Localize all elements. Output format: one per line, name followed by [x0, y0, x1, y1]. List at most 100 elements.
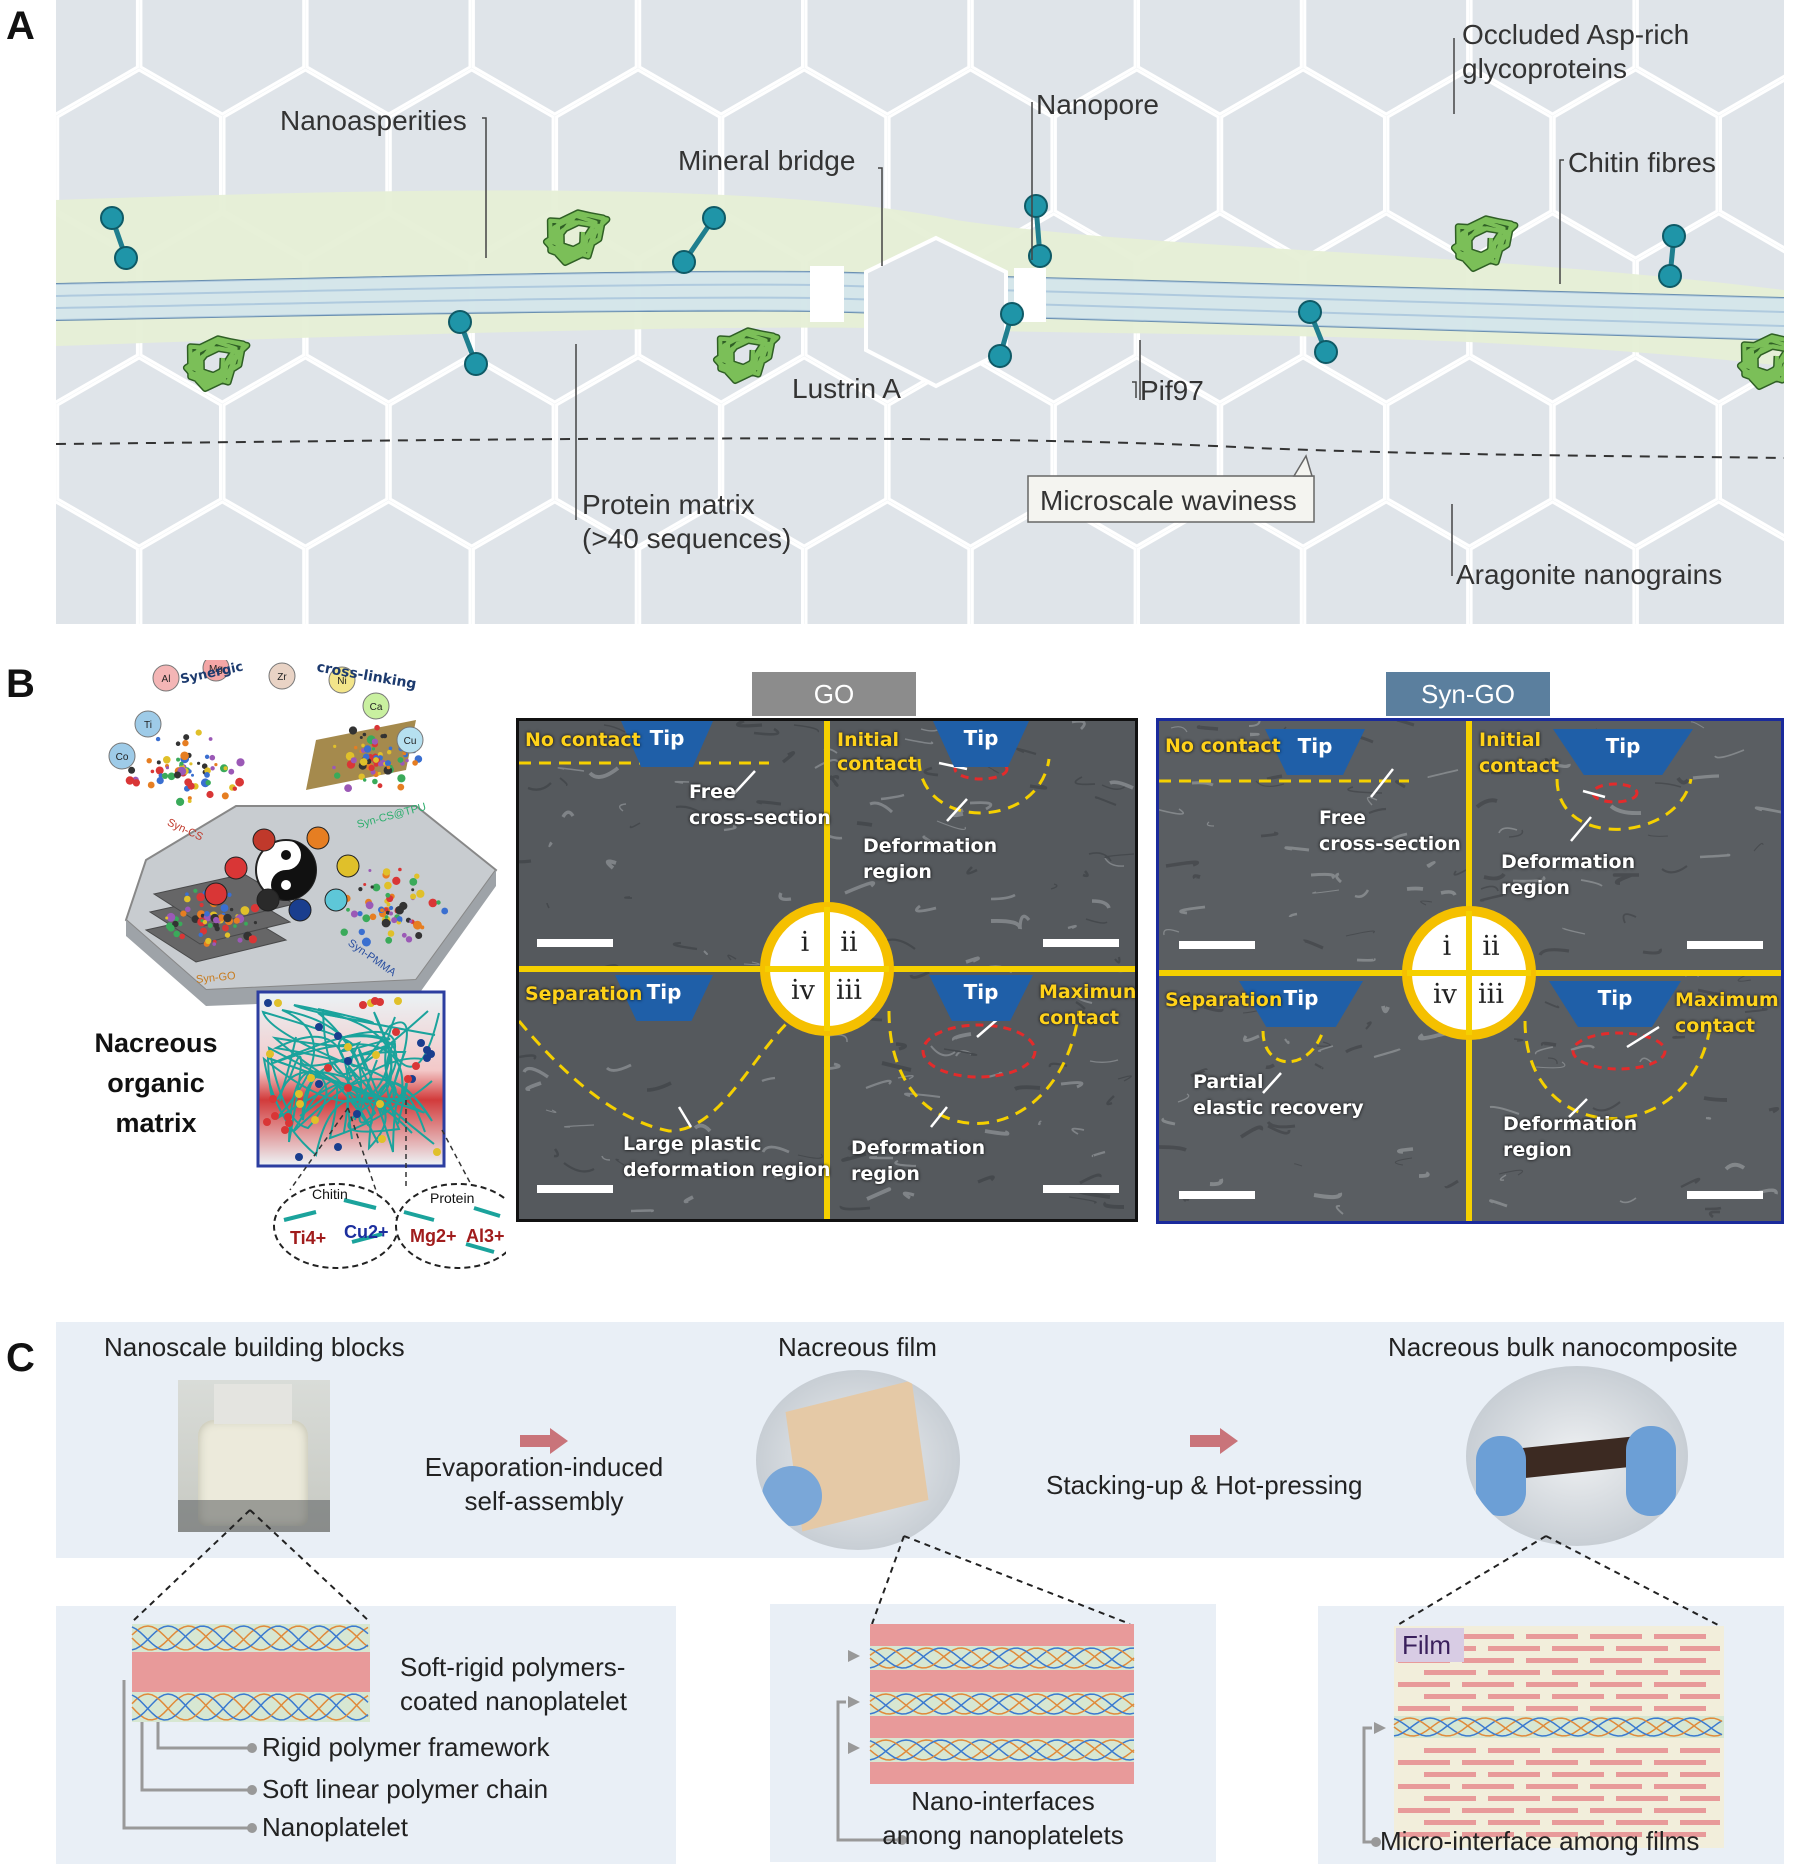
bulk-platelet	[1680, 1772, 1720, 1777]
sem-texture-stroke	[1538, 948, 1570, 956]
molecule-atom	[172, 920, 179, 928]
label-soft-chain: Soft linear polymer chain	[262, 1774, 549, 1804]
aragonite-grain	[1303, 500, 1470, 624]
sem-texture-stroke	[1744, 1008, 1768, 1013]
aragonite-grain	[471, 500, 638, 624]
molecule-atom	[193, 888, 198, 893]
molecule-atom	[227, 892, 232, 897]
sem-texture-stroke	[1288, 912, 1298, 918]
sem-texture-stroke	[1604, 1122, 1635, 1130]
molecule-atom	[370, 885, 374, 889]
sem-texture-stroke	[753, 727, 780, 736]
molecule-atom	[388, 746, 393, 751]
sem-texture-stroke	[1534, 1046, 1554, 1055]
molecule-atom	[180, 910, 187, 917]
molecule-atom	[344, 784, 352, 792]
sem-texture-stroke	[909, 970, 930, 979]
molecule-atom	[250, 904, 260, 913]
nacre-structure-illustration	[56, 0, 1784, 624]
sem-texture-stroke	[965, 956, 980, 964]
sem-texture-stroke	[1104, 857, 1125, 867]
bulk-platelet	[1552, 1748, 1604, 1753]
molecule-atom	[208, 737, 213, 741]
molecule-atom	[213, 922, 219, 929]
polymer-chain	[869, 1647, 1135, 1669]
sem-texture-stroke	[1394, 1157, 1413, 1166]
bulk-platelet	[1398, 1760, 1450, 1765]
sem-texture-stroke	[672, 941, 698, 951]
molecule-atom	[385, 760, 391, 767]
molecule-atom	[361, 743, 365, 748]
metal-ion-sphere	[108, 742, 136, 770]
molecule-atom	[222, 924, 229, 932]
label-nacreous-1: Nacreous	[94, 1028, 218, 1058]
sem-texture-stroke	[1479, 893, 1504, 902]
bulk-platelet	[1424, 1796, 1476, 1801]
pif97-protein-head	[114, 246, 138, 270]
sem-texture-stroke	[1543, 757, 1549, 767]
molecule-atom	[389, 905, 394, 911]
bulk-platelet	[1552, 1694, 1604, 1699]
syn-deform-1: Deformation	[1501, 851, 1636, 873]
sem-texture-stroke	[1570, 1044, 1595, 1052]
sem-texture-stroke	[605, 859, 617, 870]
molecule-atom	[202, 919, 208, 925]
go-scalebar-i	[537, 939, 613, 947]
go-scalebar-iv	[537, 1185, 613, 1193]
sem-texture-stroke	[1394, 721, 1415, 727]
molecule-atom	[174, 771, 181, 779]
molecule-atom	[361, 937, 371, 947]
molecule-atom	[128, 766, 136, 774]
pif97-protein-head	[1000, 302, 1024, 326]
sem-texture-stroke	[603, 724, 626, 733]
bulk-platelet	[1616, 1796, 1668, 1801]
bulk-platelet	[1424, 1820, 1476, 1825]
sem-texture-stroke	[880, 793, 905, 801]
pif97-protein-head	[1028, 244, 1052, 268]
syn-maximum-1: Maximum	[1675, 989, 1779, 1011]
label-lustrin-a: Lustrin A	[792, 373, 901, 404]
molecule-atom	[184, 895, 191, 903]
bulk-platelet	[1462, 1682, 1514, 1687]
sem-texture-stroke	[1191, 781, 1214, 787]
metal-ion-label: Ti	[144, 720, 152, 731]
molecule-atom	[380, 908, 384, 913]
molecule-atom	[358, 928, 365, 936]
bulk-platelet	[1462, 1832, 1514, 1837]
label-chitin: Chitin	[312, 1186, 348, 1202]
go-deform-1: Deformation	[863, 835, 998, 857]
sem-texture-stroke	[828, 1034, 848, 1043]
molecule-atom	[373, 761, 379, 767]
molecule-atom	[201, 763, 208, 769]
metal-ion-sphere	[134, 710, 162, 738]
sem-texture-stroke	[904, 1092, 941, 1099]
molecule-atom	[209, 754, 216, 761]
polymer-chain	[869, 1739, 1135, 1761]
bulk-platelet	[1462, 1706, 1514, 1711]
sem-texture-stroke	[1426, 860, 1436, 869]
metal-ion-sphere	[152, 664, 180, 692]
crosslinker-sphere	[336, 854, 360, 878]
molecule-atom	[204, 772, 210, 778]
bulk-platelet	[1552, 1820, 1604, 1825]
aragonite-grain	[1053, 68, 1220, 260]
sem-texture-stroke	[839, 1205, 871, 1211]
sem-texture-stroke	[856, 821, 873, 827]
go-no-contact: No contact	[525, 729, 641, 751]
syn-free-2: cross-section	[1319, 833, 1461, 855]
sem-texture-stroke	[1082, 870, 1089, 878]
label-mg-ion: Mg2+	[410, 1226, 457, 1246]
molecule-atom	[395, 905, 404, 915]
sem-texture-stroke	[1075, 1000, 1086, 1010]
sem-texture-stroke	[1699, 853, 1731, 859]
metal-ion-label: Ca	[370, 702, 383, 713]
bulk-platelet	[1398, 1832, 1450, 1837]
molecule-atom	[176, 757, 181, 762]
sem-texture-stroke	[1159, 808, 1184, 815]
polymer-chain	[869, 1739, 1135, 1761]
sem-texture-stroke	[1373, 1048, 1401, 1059]
sem-texture-stroke	[519, 1054, 537, 1060]
label-nanoplatelet: Nanoplatelet	[262, 1812, 408, 1842]
sem-texture-stroke	[1317, 1045, 1334, 1052]
go-large-2: deformation region	[623, 1159, 831, 1181]
